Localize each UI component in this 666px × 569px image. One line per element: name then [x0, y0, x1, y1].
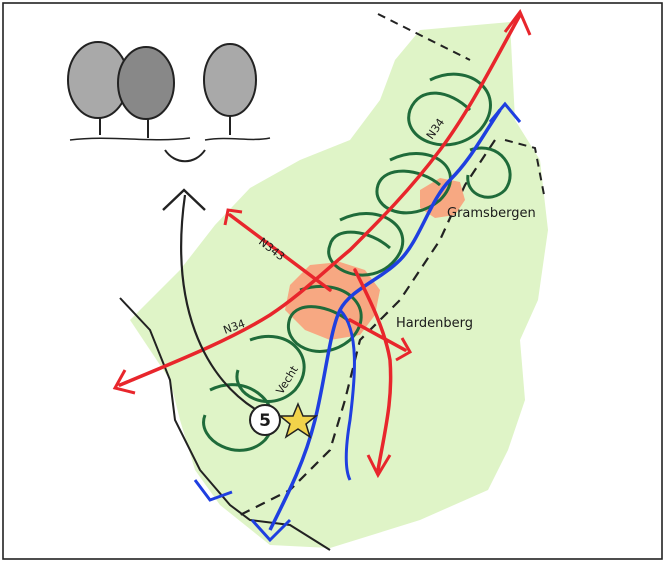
boundary-dashed-north [377, 13, 471, 61]
boundary-dashed-east [504, 139, 546, 201]
town-hardenberg-area [285, 262, 380, 340]
sight-line [180, 194, 266, 416]
place-label-hardenberg: Hardenberg [396, 316, 473, 331]
river-branch [338, 308, 356, 481]
road-n343 [228, 213, 332, 292]
river-arrow-south [250, 518, 292, 543]
meander-loops [202, 72, 512, 452]
trees-icon [67, 41, 271, 163]
viewpoint-number: 5 [259, 411, 271, 431]
road-arrow-icon [112, 9, 532, 479]
roads [118, 13, 522, 472]
road-south [353, 268, 393, 472]
eye-icon [162, 188, 206, 211]
road-n34 [118, 13, 522, 387]
river-arrow-north [488, 101, 522, 123]
star-icon [277, 402, 319, 439]
road-to-hardenberg [348, 318, 407, 352]
place-label-gramsbergen: Gramsbergen [447, 206, 536, 221]
river-arrow-west [193, 479, 233, 502]
boundary-solid-west [119, 297, 331, 551]
viewpoint-marker [249, 404, 281, 436]
